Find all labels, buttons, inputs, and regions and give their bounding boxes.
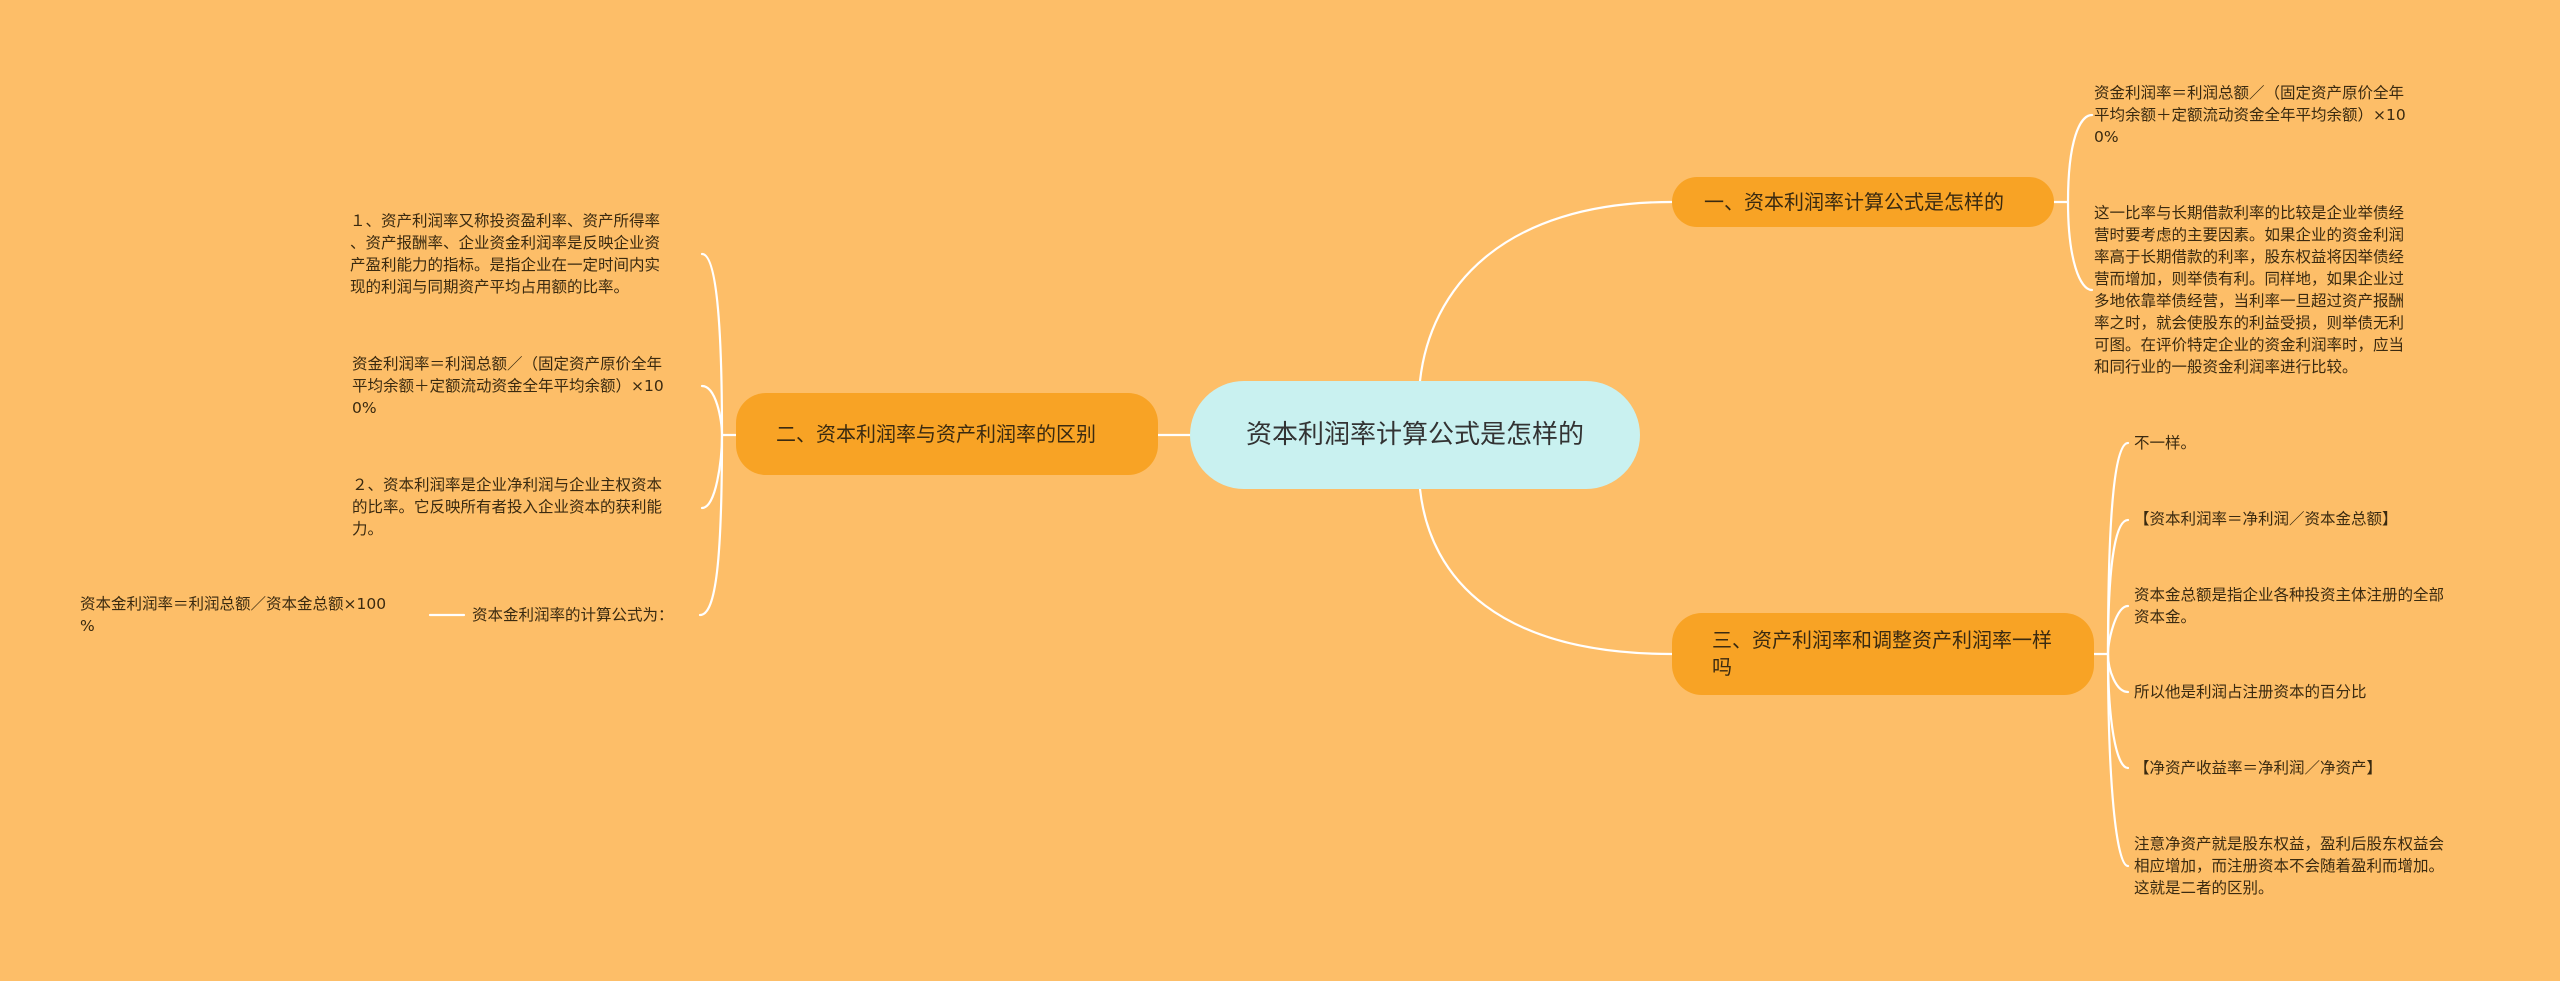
branch-3-leaf-2[interactable]: 【资本利润率＝净利润／资本金总额】 (2134, 510, 2398, 528)
connector-branch3-leaf6 (2106, 652, 2130, 868)
connector-branch2-leaf4 (698, 433, 724, 617)
branch-2-leaf-1[interactable]: １、资产利润率又称投资盈利率、资产所得率 、资产报酬率、企业资金利润率是反映企业… (350, 212, 661, 296)
branch-3-leaf-3[interactable]: 资本金总额是指企业各种投资主体注册的全部 资本金。 (2134, 586, 2445, 626)
connector-branch3-leaf3 (2106, 604, 2130, 656)
connector-branch1-leaf2 (2066, 200, 2094, 292)
connector-branch2-leaf3 (700, 433, 724, 510)
connector-branch3-leaf4 (2106, 652, 2130, 694)
center-topic-label: 资本利润率计算公式是怎样的 (1245, 420, 1584, 450)
branch-1-label: 一、资本利润率计算公式是怎样的 (1704, 189, 2004, 214)
branch-2-leaf-4[interactable]: 资本金利润率的计算公式为： (472, 606, 674, 624)
branch-2-label: 二、资本利润率与资产利润率的区别 (776, 421, 1096, 446)
branch-2-leaf-2[interactable]: 资金利润率＝利润总额／（固定资产原价全年 平均余额＋定额流动资金全年平均余额）×… (352, 355, 664, 417)
connector-center-branch1 (1418, 200, 1674, 383)
branch-2-topic[interactable]: 二、资本利润率与资产利润率的区别 (736, 393, 1158, 475)
branch-2-leaf-3[interactable]: ２、资本利润率是企业净利润与企业主权资本 的比率。它反映所有者投入企业资本的获利… (352, 476, 663, 538)
branch-3-leaf-4[interactable]: 所以他是利润占注册资本的百分比 (2134, 683, 2367, 701)
branch-3-leaf-6[interactable]: 注意净资产就是股东权益，盈利后股东权益会 相应增加，而注册资本不会随着盈利而增加… (2134, 835, 2445, 897)
branch-1-leaf-1[interactable]: 资金利润率＝利润总额／（固定资产原价全年 平均余额＋定额流动资金全年平均余额）×… (2094, 84, 2406, 146)
branch-3-topic[interactable]: 三、资产利润率和调整资产利润率一样吗 (1672, 613, 2094, 695)
connector-branch3-leaf2 (2106, 518, 2130, 656)
connector-center-branch3 (1418, 487, 1674, 656)
branch-3-label: 三、资产利润率和调整资产利润率一样吗 (1712, 628, 2052, 679)
connector-branch3-leaf1 (2106, 441, 2130, 656)
branch-3-leaf-5[interactable]: 【净资产收益率＝净利润／净资产】 (2134, 759, 2383, 777)
connector-branch1-leaf1 (2066, 113, 2094, 204)
connector-branch2-leaf2 (700, 384, 724, 437)
branch-2-subleaf[interactable]: 资本金利润率＝利润总额／资本金总额×100 % (80, 595, 387, 635)
connector-branch2-leaf1 (700, 252, 724, 437)
branch-3-leaf-1[interactable]: 不一样。 (2134, 434, 2197, 452)
center-topic[interactable]: 资本利润率计算公式是怎样的 (1190, 381, 1640, 489)
branch-1-leaf-2[interactable]: 这一比率与长期借款利率的比较是企业举债经 营时要考虑的主要因素。如果企业的资金利… (2094, 204, 2405, 376)
branch-1-topic[interactable]: 一、资本利润率计算公式是怎样的 (1672, 177, 2054, 227)
